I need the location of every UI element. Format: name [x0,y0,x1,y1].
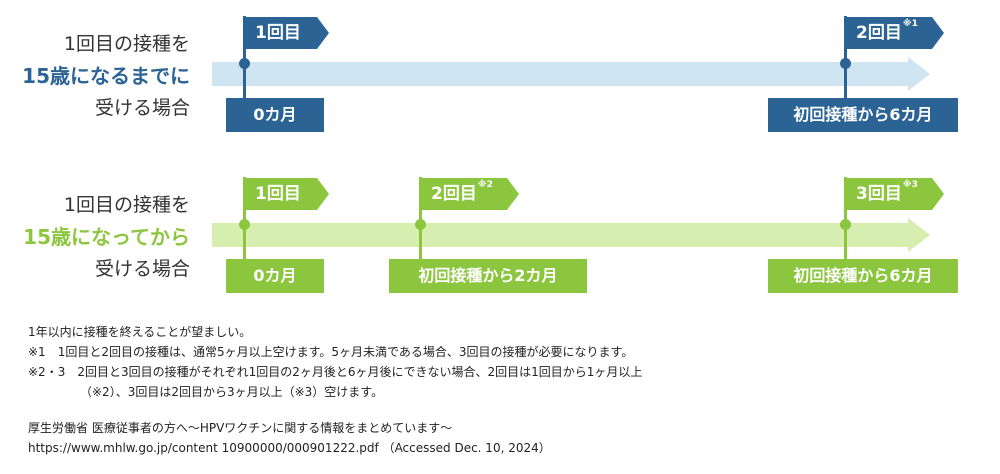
row1-dose2-flag: 2回目※1 [846,17,944,49]
row2-label-line3: 受ける場合 [94,258,190,280]
row2-dose2-marker [415,219,426,230]
row1-label-line1: 1回目の接種を [63,33,190,55]
row2-dose1-stem [243,177,246,289]
source-url: https://www.mhlw.go.jp/content 10900000/… [28,441,551,455]
row2-dose2-flag-label: 2回目 [431,184,477,204]
row1-dose2-marker [840,58,851,69]
row2-label-line2: 15歳になってから [23,225,190,249]
row1-arrow-head [908,57,930,91]
row1-dose1-marker [239,58,250,69]
row1-label-line2: 15歳になるまでに [22,64,190,88]
row1-label-line3: 受ける場合 [94,97,190,119]
note-line1: 1年以内に接種を終えることが望ましい。 [28,325,252,339]
row1-dose1-stem [243,16,246,128]
row1-label: 1回目の接種を 15歳になるまでに 受ける場合 [0,28,190,124]
row2-label: 1回目の接種を 15歳になってから 受ける場合 [0,189,190,285]
row2-dose2-stem [419,177,422,289]
row2-dose1-flag: 1回目 [245,178,329,210]
row1-dose2-stem [844,16,847,128]
row2-dose1-flag-label: 1回目 [255,184,301,204]
note-footnote-2-3-continued: （※2）、3回目は2回目から3ヶ月以上（※3）空けます。 [80,385,384,399]
source-title: 厚生労働省 医療従事者の方へ～HPVワクチンに関する情報をまとめています～ [28,421,453,435]
row2-dose3-stem [844,177,847,289]
row2-arrow-head [908,218,930,252]
row2-dose3-note-mark: ※3 [902,180,918,190]
row1-timeline-arrow [212,62,910,86]
row2-dose3-flag: 3回目※3 [846,178,944,210]
notes: 1年以内に接種を終えることが望ましい。 ※1 1回目と2回目の接種は、通常5ヶ月… [28,322,642,402]
row2-label-line1: 1回目の接種を [63,194,190,216]
row2-timing-2m: 初回接種から2カ月 [389,259,587,293]
row2-dose2-note-mark: ※2 [477,180,493,190]
row2-dose3-marker [840,219,851,230]
source: 厚生労働省 医療従事者の方へ～HPVワクチンに関する情報をまとめています～ ht… [28,418,551,458]
row2-dose1-marker [239,219,250,230]
row2-dose2-flag: 2回目※2 [421,178,519,210]
row2-timing-6m: 初回接種から6カ月 [768,259,958,293]
row1-dose2-flag-label: 2回目 [856,23,902,43]
row1-timing-6m: 初回接種から6カ月 [768,98,958,132]
note-footnote-1: ※1 1回目と2回目の接種は、通常5ヶ月以上空けます。5ヶ月未満である場合、3回… [28,345,634,359]
row2-dose3-flag-label: 3回目 [856,184,902,204]
note-footnote-2-3: ※2・3 2回目と3回目の接種がそれぞれ1回目の2ヶ月後と6ヶ月後にできない場合… [28,365,643,379]
row2-timeline-arrow [212,223,910,247]
row1-dose2-note-mark: ※1 [902,19,918,29]
row1-dose1-flag-label: 1回目 [255,23,301,43]
row1-timing-0: 0カ月 [226,98,324,132]
row2-timing-0: 0カ月 [226,259,324,293]
row1-dose1-flag: 1回目 [245,17,329,49]
